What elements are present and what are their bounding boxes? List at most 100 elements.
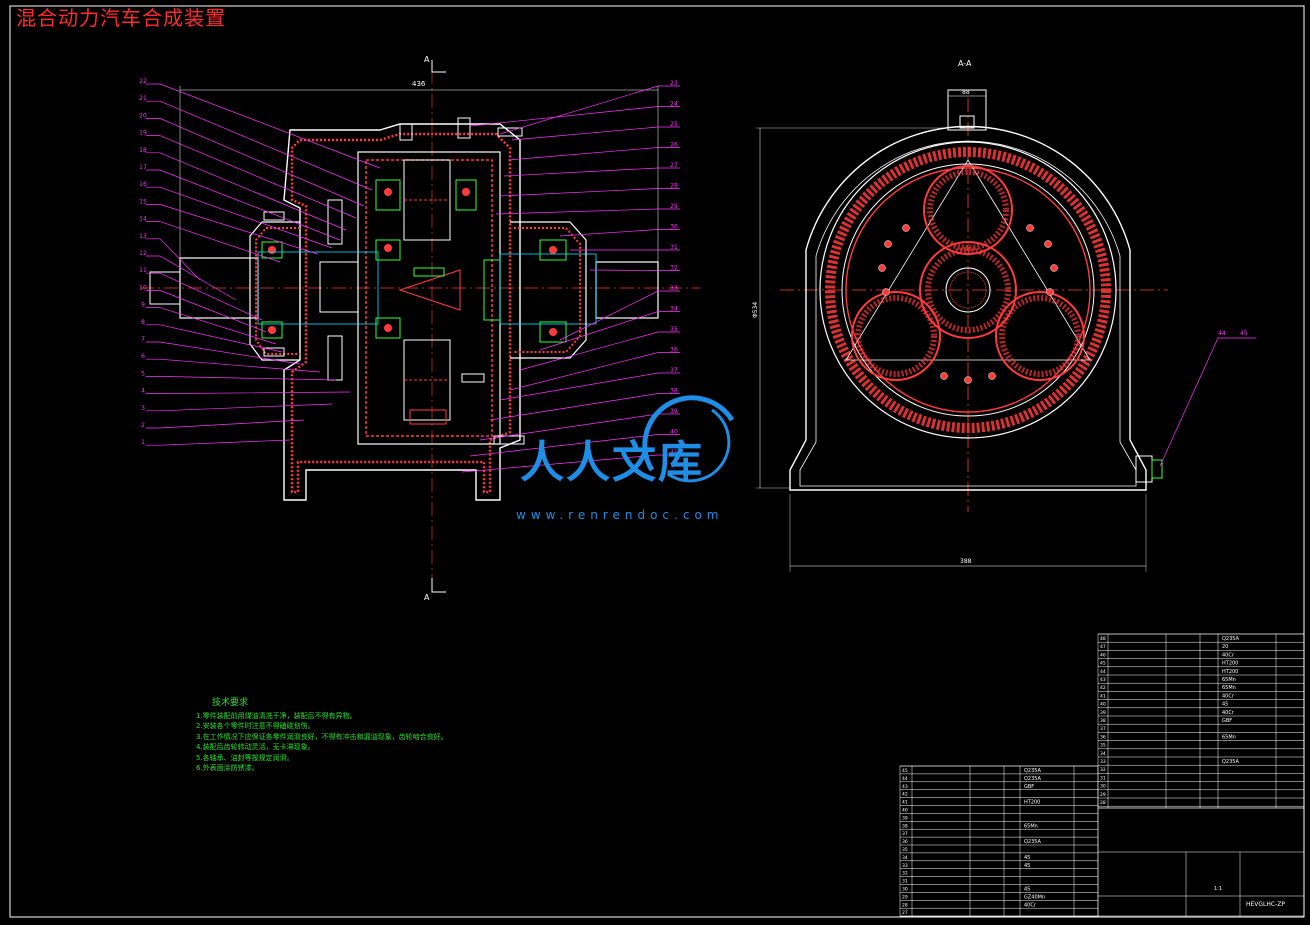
balloon-right: 39 — [670, 408, 678, 415]
bom-material: 40Cr — [1222, 710, 1235, 716]
bom-item-no: 37 — [902, 831, 908, 837]
bom-item-no: 28 — [1100, 800, 1106, 806]
bom-item-no: 41 — [902, 800, 908, 806]
balloon-right: 28 — [670, 183, 678, 190]
bom-table — [899, 633, 1305, 917]
balloon-right: 29 — [670, 203, 678, 210]
balloon-right: 38 — [670, 388, 678, 395]
bom-item-no: 36 — [1100, 734, 1106, 740]
bom-item-no: 44 — [902, 776, 908, 782]
bom-item-no: 32 — [902, 871, 908, 877]
bom-item-no: 43 — [1100, 677, 1106, 683]
balloon-45: 45 — [1240, 330, 1248, 337]
balloon-right: 27 — [670, 162, 678, 169]
balloon-right: 32 — [670, 265, 678, 272]
balloon-left: 6 — [141, 353, 145, 360]
balloon-right: 31 — [670, 244, 678, 251]
tech-requirements-heading: 技术要求 — [212, 698, 249, 708]
bom-material: 40Cr — [1024, 902, 1037, 908]
balloon-left: 8 — [141, 319, 145, 326]
balloon-left: 7 — [141, 336, 145, 343]
tech-item: 2.安装各个零件时注意不得磕碰划伤。 — [196, 722, 315, 730]
bom-item-no: 44 — [1100, 669, 1106, 675]
bom-item-no: 34 — [1100, 751, 1106, 757]
balloon-left: 15 — [139, 198, 147, 205]
bom-item-no: 42 — [1100, 685, 1106, 691]
dim-base-width: 388 — [960, 558, 972, 565]
tech-item: 4.装配后齿轮转动灵活，无卡滞现象。 — [196, 743, 315, 751]
bom-item-no: 48 — [1100, 636, 1106, 642]
balloon-right: 36 — [670, 347, 678, 354]
balloon-right: 33 — [670, 285, 678, 292]
bom-item-no: 33 — [902, 863, 908, 869]
watermark-url: www.renrendoc.com — [516, 508, 724, 522]
bom-material: GBF — [1222, 718, 1232, 724]
drawing-border — [9, 5, 1305, 918]
balloon-left: 2 — [141, 422, 145, 429]
bom-material: 40Cr — [1222, 652, 1235, 658]
balloon-left: 10 — [139, 284, 147, 291]
bom-item-no: 35 — [1100, 743, 1106, 749]
bom-item-no: 32 — [1100, 767, 1106, 773]
bom-material: Q235A — [1024, 768, 1041, 774]
balloon-left: 14 — [139, 216, 147, 223]
bom-material: HT200 — [1222, 669, 1238, 675]
dim-top-boss: 88 — [962, 89, 970, 96]
balloon-right: 37 — [670, 367, 678, 374]
bom-item-no: 46 — [1100, 652, 1106, 658]
bom-material: 65Mn — [1222, 685, 1236, 691]
right-balloon-leaders — [461, 85, 680, 473]
bom-item-no: 40 — [1100, 702, 1106, 708]
bom-material: 65Mn — [1222, 677, 1236, 683]
balloon-left: 5 — [141, 370, 145, 377]
bom-item-no: 45 — [902, 768, 908, 774]
bom-item-no: 41 — [1100, 693, 1106, 699]
bom-material: HT200 — [1024, 800, 1040, 806]
balloon-left: 16 — [139, 181, 147, 188]
balloon-left: 12 — [139, 250, 147, 257]
bom-item-no: 43 — [902, 784, 908, 790]
bom-material: HT200 — [1222, 661, 1238, 667]
bom-item-no: 37 — [1100, 726, 1106, 732]
section-aa-label: A-A — [958, 59, 972, 68]
bom-material: 45 — [1024, 863, 1030, 869]
bom-item-no: 30 — [1100, 784, 1106, 790]
bom-material: 45 — [1222, 702, 1228, 708]
balloon-right: 34 — [670, 306, 678, 313]
bom-item-no: 30 — [902, 887, 908, 893]
bom-material: Q235A — [1024, 776, 1041, 782]
balloon-left: 4 — [141, 388, 145, 395]
section-aa-view: A-A 88 — [752, 59, 1256, 572]
tech-requirements: 技术要求 1.零件装配前用煤油清洗干净，装配后不得有异物。 2.安装各个零件时注… — [196, 698, 448, 774]
balloon-left: 13 — [139, 233, 147, 240]
balloon-44: 44 — [1218, 330, 1226, 337]
balloon-left: 21 — [139, 95, 147, 102]
bom-item-no: 39 — [1100, 710, 1106, 716]
section-mark-top: A — [424, 55, 430, 64]
watermark-emblem — [642, 395, 735, 483]
balloon-left: 17 — [139, 164, 147, 171]
bom-material: Q235A — [1222, 759, 1239, 765]
bom-item-no: 29 — [1100, 792, 1106, 798]
tech-item: 3.在工作情况下应保证各零件润滑良好，不得有冲击和漏油现象，齿轮啮合良好。 — [196, 732, 448, 741]
bom-item-no: 47 — [1100, 644, 1106, 650]
bom-material: GBF — [1024, 784, 1034, 790]
drawing-scale: 1:1 — [1214, 886, 1222, 892]
balloon-left: 20 — [139, 112, 147, 119]
balloon-right: 26 — [670, 142, 678, 149]
bom-item-no: 28 — [902, 902, 908, 908]
balloon-right: 30 — [670, 224, 678, 231]
tech-item: 5.各轴承、油封等按规定润滑。 — [196, 753, 294, 762]
bom-item-no: 35 — [902, 847, 908, 853]
bom-item-no: 36 — [902, 839, 908, 845]
tech-item: 6.外表面涂防锈漆。 — [196, 764, 259, 772]
balloon-right: 23 — [670, 80, 678, 87]
watermark-brand: 人人文库 — [520, 437, 704, 488]
balloon-right: 40 — [670, 429, 678, 436]
bom-item-no: 31 — [902, 879, 908, 885]
bom-item-no: 27 — [902, 910, 908, 916]
balloon-left: 19 — [139, 130, 147, 137]
